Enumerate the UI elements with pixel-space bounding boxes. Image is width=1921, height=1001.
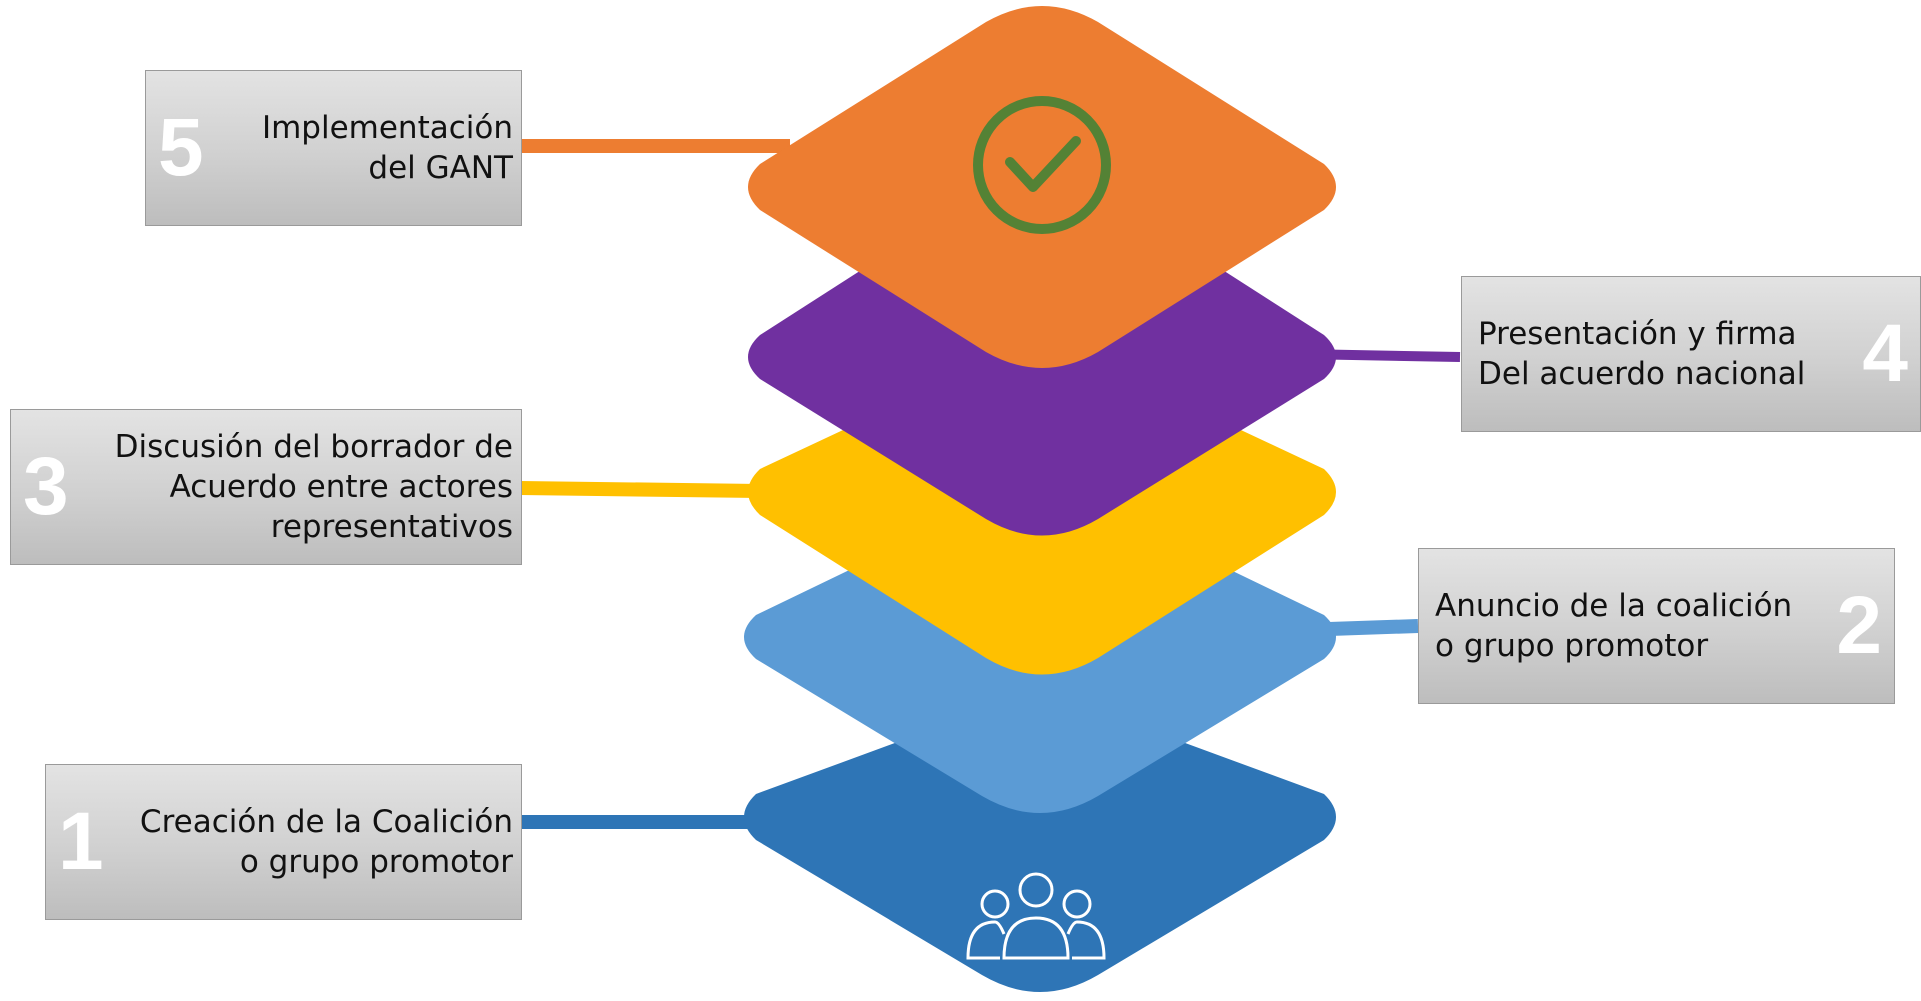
people-group-icon [966, 872, 1106, 960]
step-box-1: 1 Creación de la Coalición o grupo promo… [45, 764, 522, 920]
connector-step-3 [519, 481, 761, 498]
step-box-5: 5 Implementación del GANT [145, 70, 522, 226]
step-label: Anuncio de la coalición o grupo promotor [1435, 587, 1793, 664]
step-box-4: Presentación y firma Del acuerdo naciona… [1461, 276, 1921, 432]
step-number: 3 [23, 441, 69, 532]
step-number: 5 [158, 102, 204, 193]
step-label: Creación de la Coalición o grupo promoto… [139, 803, 513, 880]
step-box-3: 3 Discusión del borrador de Acuerdo entr… [10, 409, 522, 565]
layer-step-5 [748, 6, 1336, 368]
step-box-2: Anuncio de la coalición o grupo promotor… [1418, 548, 1895, 704]
step-label: Discusión del borrador de Acuerdo entre … [114, 428, 513, 546]
layer-step-1 [744, 694, 1336, 992]
check-circle-icon [973, 96, 1111, 234]
step-label: Implementación del GANT [261, 109, 513, 186]
step-number: 2 [1836, 580, 1882, 671]
step-number: 4 [1862, 308, 1908, 399]
step-label: Presentación y firma Del acuerdo naciona… [1478, 315, 1806, 392]
step-number: 1 [58, 796, 104, 887]
